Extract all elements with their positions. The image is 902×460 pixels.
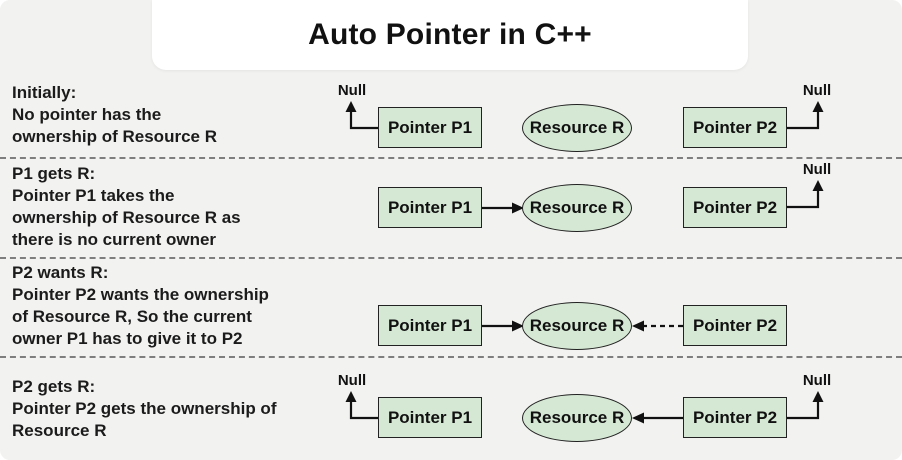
resource-r-node-row2: Resource R xyxy=(522,184,632,232)
caption-p2-gets-r: P2 gets R: Pointer P2 gets the ownership… xyxy=(12,376,276,442)
null-label-p1-row4: Null xyxy=(337,372,367,389)
null-label-p2-row1: Null xyxy=(802,82,832,99)
resource-r-node-row1: Resource R xyxy=(522,104,632,152)
resource-r-node-row4: Resource R xyxy=(522,394,632,442)
elbow-null-arrow-p2-row2 xyxy=(787,180,824,209)
caption-line: Pointer P1 takes the xyxy=(12,186,175,205)
caption-line: No pointer has the xyxy=(12,105,162,124)
caption-line: Pointer P2 wants the ownership xyxy=(12,285,269,304)
row-separator-3 xyxy=(0,356,902,358)
null-label-p1-row1: Null xyxy=(337,82,367,99)
caption-line: Resource R xyxy=(12,421,107,440)
caption-p2-wants-r: P2 wants R: Pointer P2 wants the ownersh… xyxy=(12,262,269,350)
request-dashed-arrow-p2-to-r-row3 xyxy=(632,320,683,332)
elbow-null-arrow-p2-row1 xyxy=(787,101,824,130)
caption-line: ownership of Resource R as xyxy=(12,208,241,227)
pointer-p1-node-row2: Pointer P1 xyxy=(378,187,482,228)
pointer-p1-node-row3: Pointer P1 xyxy=(378,305,482,346)
caption-heading: P2 gets R: xyxy=(12,377,96,396)
ownership-arrow-p1-to-r-row2 xyxy=(482,202,524,214)
pointer-p1-node-row4: Pointer P1 xyxy=(378,397,482,438)
caption-line: Pointer P2 gets the ownership of xyxy=(12,399,277,418)
elbow-null-arrow-p1-row4 xyxy=(345,391,382,420)
row-separator-2 xyxy=(0,257,902,259)
page-title: Auto Pointer in C++ xyxy=(308,18,592,51)
caption-line: of Resource R, So the current xyxy=(12,307,252,326)
caption-p1-gets-r: P1 gets R: Pointer P1 takes the ownershi… xyxy=(12,163,241,251)
pointer-p1-node-row1: Pointer P1 xyxy=(378,107,482,148)
title-card: Auto Pointer in C++ xyxy=(152,0,748,70)
caption-line: ownership of Resource R xyxy=(12,127,217,146)
pointer-p2-node-row3: Pointer P2 xyxy=(683,305,787,346)
row-separator-1 xyxy=(0,157,902,159)
null-label-p2-row4: Null xyxy=(802,372,832,389)
resource-r-node-row3: Resource R xyxy=(522,302,632,350)
ownership-arrow-p2-to-r-row4 xyxy=(632,412,683,424)
caption-line: there is no current owner xyxy=(12,230,217,249)
caption-heading: Initially: xyxy=(12,83,77,102)
caption-initially: Initially: No pointer has the ownership … xyxy=(12,82,217,148)
caption-heading: P1 gets R: xyxy=(12,164,96,183)
null-label-p2-row2: Null xyxy=(802,161,832,178)
ownership-arrow-p1-to-r-row3 xyxy=(482,320,524,332)
pointer-p2-node-row2: Pointer P2 xyxy=(683,187,787,228)
caption-line: owner P1 has to give it to P2 xyxy=(12,329,243,348)
pointer-p2-node-row4: Pointer P2 xyxy=(683,397,787,438)
caption-heading: P2 wants R: xyxy=(12,263,109,282)
elbow-null-arrow-p1-row1 xyxy=(345,101,382,130)
pointer-p2-node-row1: Pointer P2 xyxy=(683,107,787,148)
elbow-null-arrow-p2-row4 xyxy=(787,391,824,420)
